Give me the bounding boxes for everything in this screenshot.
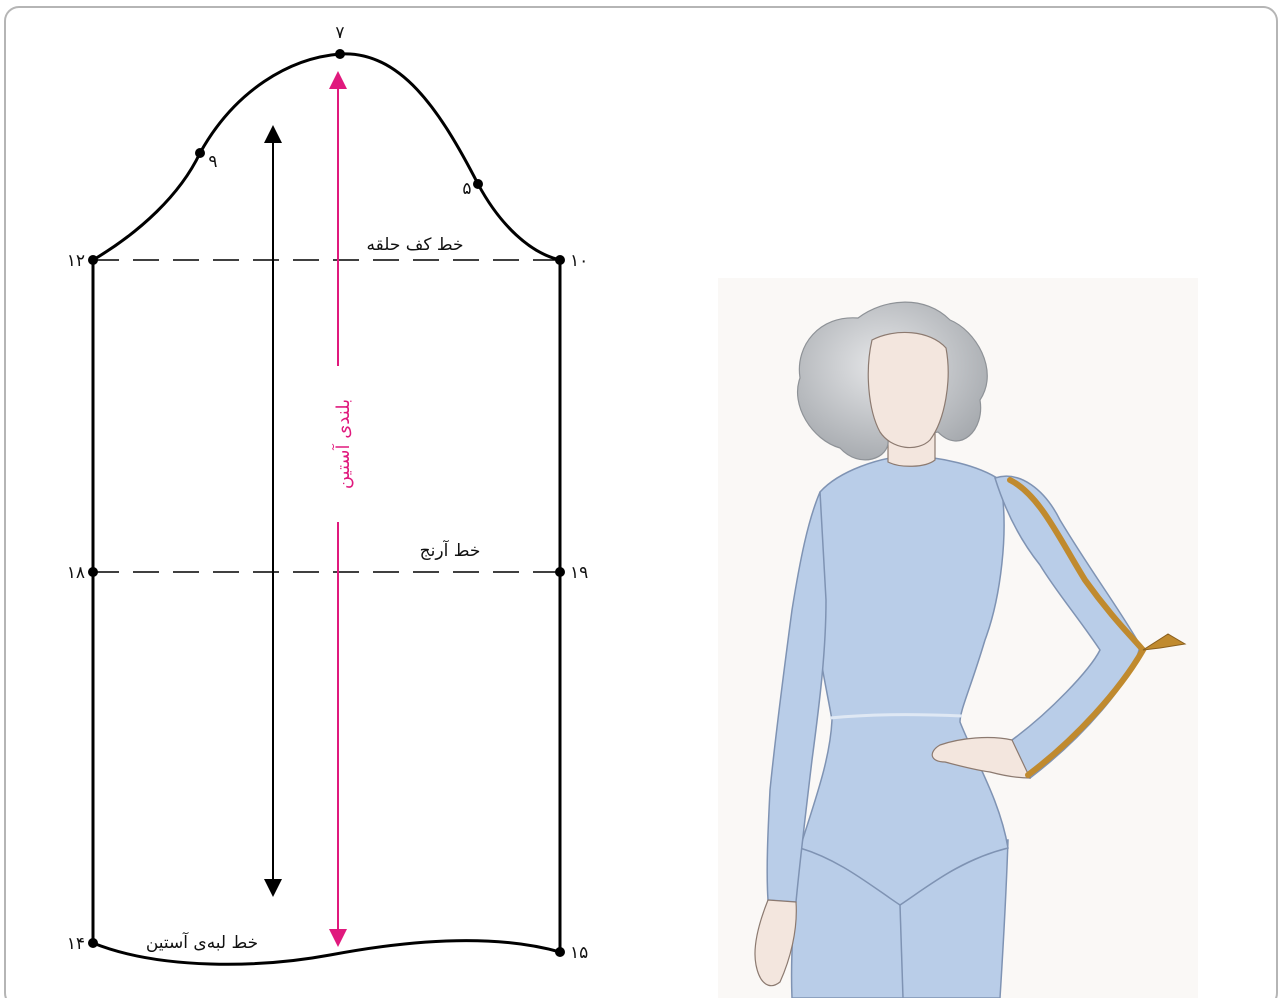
point-12-label: ۱۲ [67, 251, 85, 271]
point-19-label: ۱۹ [570, 563, 588, 583]
measuring-tape-icon [1007, 477, 1147, 778]
waistline [829, 713, 963, 720]
point-12-dot [88, 255, 98, 265]
left-hand [754, 899, 797, 987]
woman-illustration [718, 278, 1198, 998]
point-9-dot [195, 148, 205, 158]
point-7-dot [335, 49, 345, 59]
armhole-base-line-label: خط کف حلقه [367, 235, 464, 255]
leg-divider [899, 904, 904, 998]
sleeve-pattern: بلندی آستین ۷ ۹ ۵ ۱۲ ۱۰ ۱۸ ۱۹ ۱۴ ۱۵ خط ک… [67, 23, 588, 966]
point-5-dot [473, 179, 483, 189]
point-10-dot [555, 255, 565, 265]
point-14-dot [88, 938, 98, 948]
point-18-dot [88, 567, 98, 577]
hem-curve [92, 939, 561, 966]
point-18-label: ۱۸ [67, 563, 85, 583]
sleeve-length-label: بلندی آستین [331, 399, 354, 489]
point-15-dot [555, 947, 565, 957]
point-9-label: ۹ [208, 152, 217, 172]
point-14-label: ۱۴ [67, 934, 85, 954]
right-hand [931, 736, 1031, 779]
point-15-label: ۱۵ [570, 943, 588, 963]
point-19-dot [555, 567, 565, 577]
torso [799, 455, 1009, 906]
measuring-tape-end [1142, 633, 1187, 651]
left-arm-sleeve [766, 491, 827, 903]
point-7-label: ۷ [335, 23, 344, 43]
point-5-label: ۵ [462, 179, 471, 199]
elbow-line-label: خط آرنج [420, 539, 481, 561]
point-10-label: ۱۰ [570, 251, 588, 271]
hem-line-label: خط لبه‌ی آستین [146, 931, 258, 953]
face [867, 331, 949, 449]
